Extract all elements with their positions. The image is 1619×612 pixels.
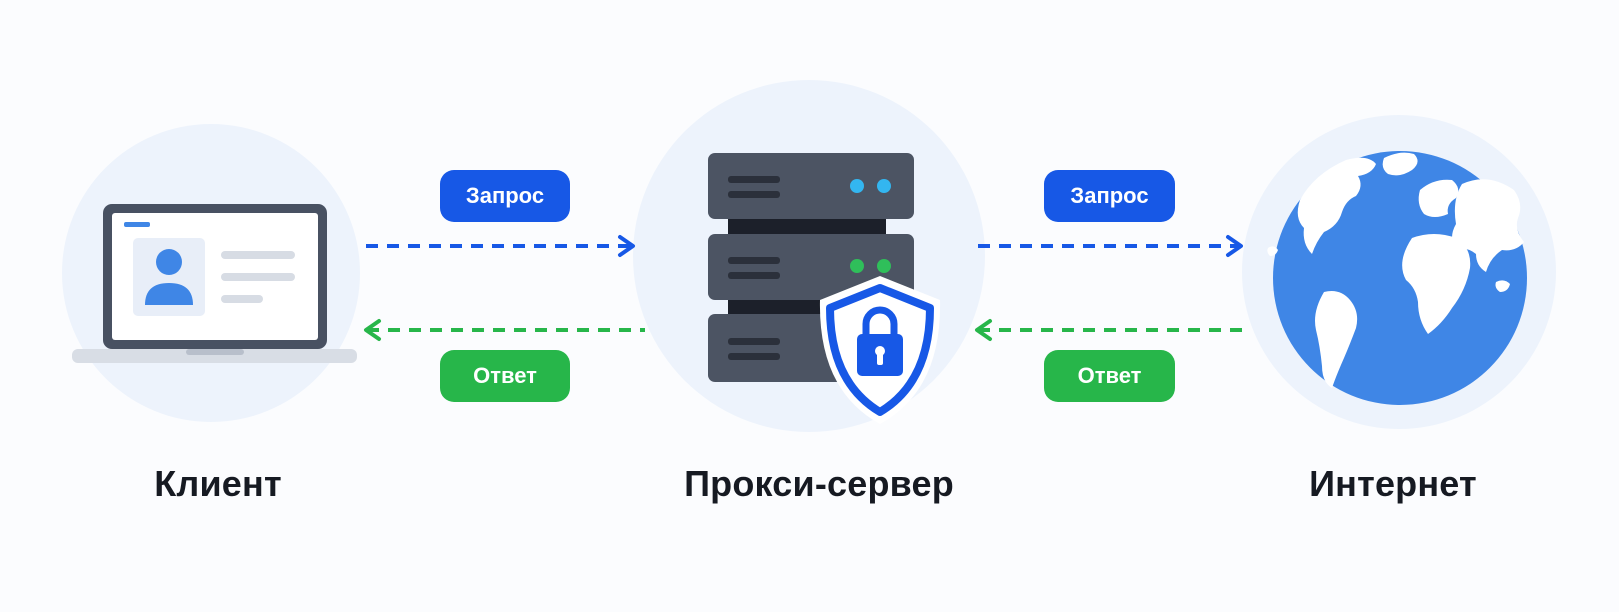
left-request-arrow: [366, 235, 635, 257]
client-label: Клиент: [154, 463, 282, 504]
left-response-arrow: [364, 319, 645, 341]
right-request-pill: Запрос: [1044, 170, 1175, 222]
right-response-pill: Ответ: [1044, 350, 1175, 402]
right-response-arrow: [975, 319, 1242, 341]
right-request-arrow: [978, 235, 1243, 257]
proxy-label: Прокси-сервер: [684, 463, 954, 504]
globe-icon: [1267, 151, 1527, 405]
left-response-pill: Ответ: [440, 350, 570, 402]
left-request-pill: Запрос: [440, 170, 570, 222]
shield-lock-icon: [819, 276, 941, 424]
internet-label: Интернет: [1309, 463, 1477, 504]
laptop-icon: [72, 204, 357, 363]
